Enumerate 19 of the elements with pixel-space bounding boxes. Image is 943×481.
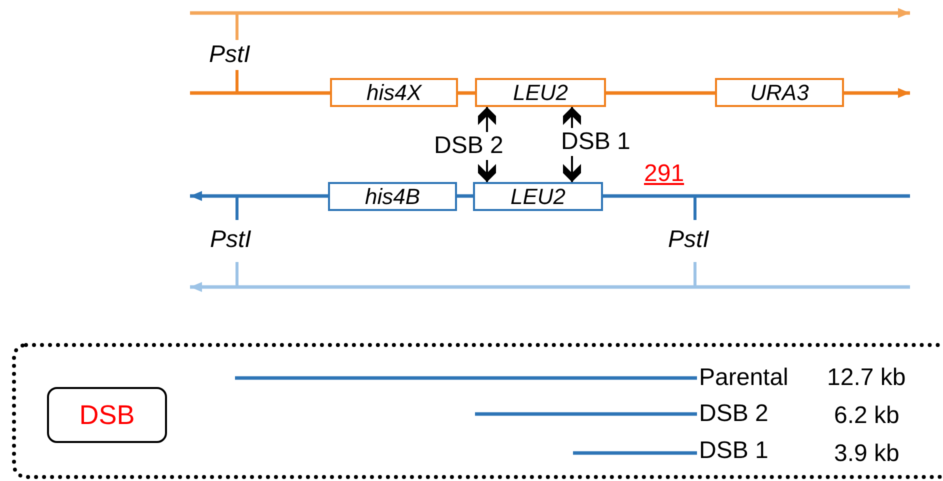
restriction-site-label: PstI bbox=[210, 226, 252, 254]
gene-box: URA3 bbox=[715, 78, 844, 107]
restriction-site-label: PstI bbox=[209, 41, 250, 69]
edge-label: DSB 1 bbox=[560, 128, 632, 156]
fragment-size: 3.9 kb bbox=[834, 440, 900, 468]
fragment-label: DSB 2 bbox=[699, 400, 768, 428]
fragment-label: Parental bbox=[699, 364, 788, 392]
dotted-panel bbox=[12, 343, 943, 479]
gene-box: his4B bbox=[328, 182, 457, 211]
fragment-size: 12.7 kb bbox=[827, 364, 906, 392]
position-number: 291 bbox=[644, 160, 684, 188]
fragment-label: DSB 1 bbox=[699, 437, 768, 465]
gene-box: LEU2 bbox=[475, 78, 606, 107]
fragment-size: 6.2 kb bbox=[834, 402, 900, 430]
label-box: DSB bbox=[47, 387, 167, 443]
gene-box: his4X bbox=[330, 78, 458, 107]
gene-box: LEU2 bbox=[473, 182, 603, 211]
edge-label: DSB 2 bbox=[433, 132, 504, 160]
restriction-site-label: PstI bbox=[668, 226, 710, 254]
